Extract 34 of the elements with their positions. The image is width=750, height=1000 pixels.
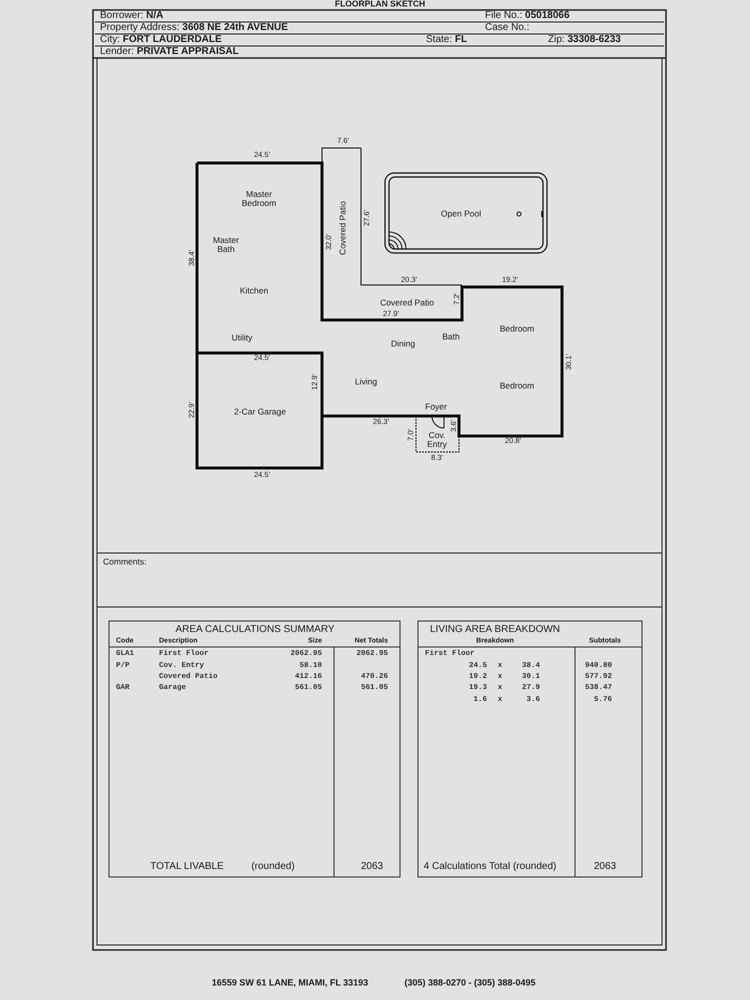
total-value: 2063 — [594, 862, 616, 872]
form-field: City: FORT LAUDERDALE — [100, 34, 222, 46]
form-field: Property Address: 3608 NE 24th AVENUE — [100, 22, 288, 34]
total-label: (rounded) — [251, 862, 295, 872]
form-field: File No.: 05018066 — [485, 10, 570, 22]
room-label: 2-Car Garage — [234, 408, 286, 416]
room-label: Master Bath — [212, 236, 240, 254]
table-title: LIVING AREA BREAKDOWN — [430, 624, 560, 636]
room-label: Open Pool — [440, 210, 482, 218]
total-label: 4 Calculations Total (rounded) — [424, 862, 556, 872]
form-field: Borrower: N/A — [100, 10, 164, 22]
form-field: Lender: PRIVATE APPRAISAL — [100, 46, 239, 58]
room-label: Covered Patio — [380, 298, 434, 308]
table-title: AREA CALCULATIONS SUMMARY — [175, 624, 335, 636]
comments-label: Comments: — [103, 558, 146, 566]
footer-phone: (305) 388-0270 - (305) 388-0495 — [404, 978, 536, 988]
room-label: Bedroom — [500, 382, 534, 390]
room-label: Foyer — [425, 402, 447, 412]
room-label: Dining — [390, 340, 416, 348]
room-label: Cov. Entry — [426, 431, 448, 449]
room-label: Covered Patio — [338, 201, 348, 255]
room-label: Master Bedroom — [240, 190, 278, 208]
footer-address: 16559 SW 61 LANE, MIAMI, FL 33193 — [212, 978, 368, 988]
form-field: Zip: 33308-6233 — [548, 34, 621, 46]
form-field: State: FL — [426, 34, 468, 46]
room-label: Bedroom — [500, 324, 534, 334]
form-field: Case No.: — [485, 22, 530, 34]
room-label: Bath — [442, 332, 460, 342]
room-label: Kitchen — [240, 286, 268, 296]
form-title: FLOORPLAN SKETCH — [334, 0, 426, 8]
room-label: Living — [354, 378, 378, 386]
room-label: Utility — [232, 334, 252, 342]
total-value: 2063 — [360, 862, 384, 872]
total-label: TOTAL LIVABLE — [150, 862, 224, 872]
